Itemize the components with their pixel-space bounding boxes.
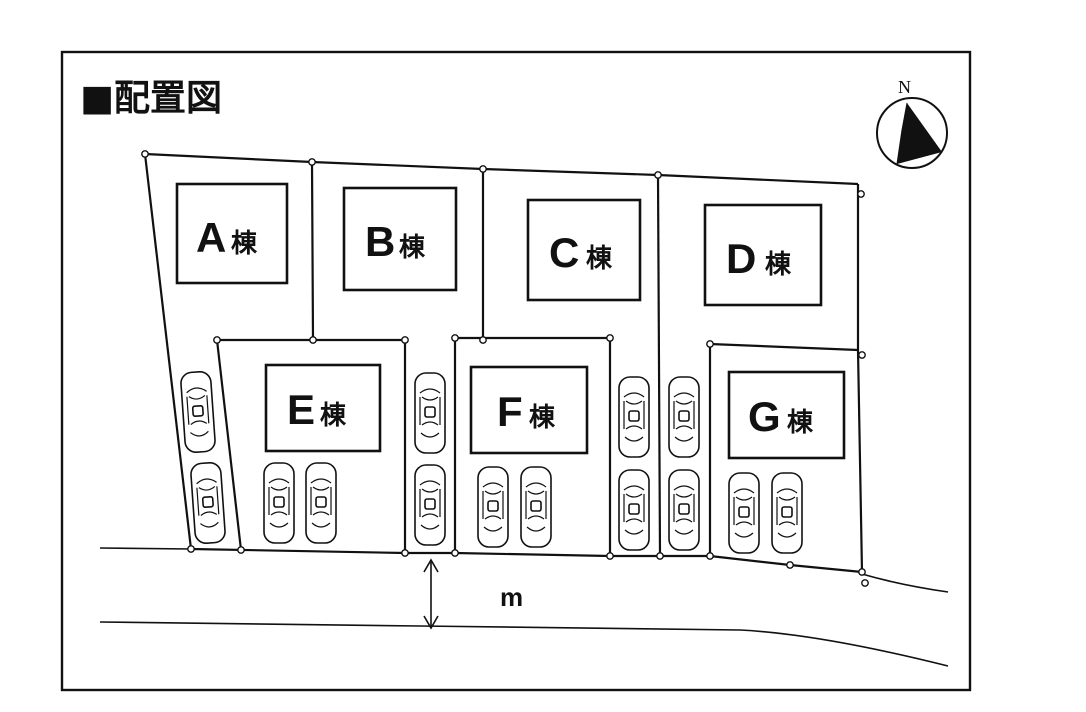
building-suffix: 棟 bbox=[787, 408, 814, 438]
building-suffix: 棟 bbox=[765, 250, 792, 280]
car-icon bbox=[179, 370, 217, 454]
building-b: B 棟 bbox=[342, 186, 458, 292]
car-icon bbox=[189, 461, 227, 545]
car-icon bbox=[520, 466, 552, 548]
car-icon bbox=[618, 469, 650, 551]
building-letter: E bbox=[287, 386, 315, 433]
north-compass-icon: N bbox=[876, 77, 948, 169]
car-icon bbox=[668, 376, 700, 458]
building-letter: B bbox=[365, 218, 395, 265]
car-icon bbox=[477, 466, 509, 548]
car-icon bbox=[668, 469, 700, 551]
building-letter: F bbox=[497, 388, 523, 435]
car-icon bbox=[263, 462, 295, 544]
car-icon bbox=[618, 376, 650, 458]
plan-frame bbox=[60, 50, 972, 692]
building-suffix: 棟 bbox=[586, 244, 613, 274]
building-letter: D bbox=[726, 235, 756, 282]
car-icon bbox=[728, 472, 760, 554]
building-a: A 棟 bbox=[175, 182, 289, 285]
road-width-label: m bbox=[500, 582, 523, 612]
building-d: D 棟 bbox=[703, 203, 823, 307]
plan-title: ■配置図 bbox=[80, 78, 222, 119]
building-suffix: 棟 bbox=[529, 403, 556, 433]
compass-north-label: N bbox=[898, 77, 911, 97]
front-road: m bbox=[99, 547, 949, 667]
building-suffix: 棟 bbox=[399, 233, 426, 263]
building-g: G 棟 bbox=[727, 370, 846, 460]
car-icon bbox=[771, 472, 803, 554]
building-letter: C bbox=[549, 229, 579, 276]
building-c: C 棟 bbox=[526, 198, 642, 302]
car-icon bbox=[414, 464, 446, 546]
car-icon bbox=[305, 462, 337, 544]
building-letter: G bbox=[748, 393, 781, 440]
building-f: F 棟 bbox=[469, 365, 589, 455]
building-e: E 棟 bbox=[264, 363, 382, 453]
boundary-markers bbox=[141, 150, 869, 587]
building-letter: A bbox=[196, 214, 226, 261]
building-suffix: 棟 bbox=[320, 401, 347, 431]
car-icon bbox=[414, 372, 446, 454]
building-suffix: 棟 bbox=[231, 229, 258, 259]
